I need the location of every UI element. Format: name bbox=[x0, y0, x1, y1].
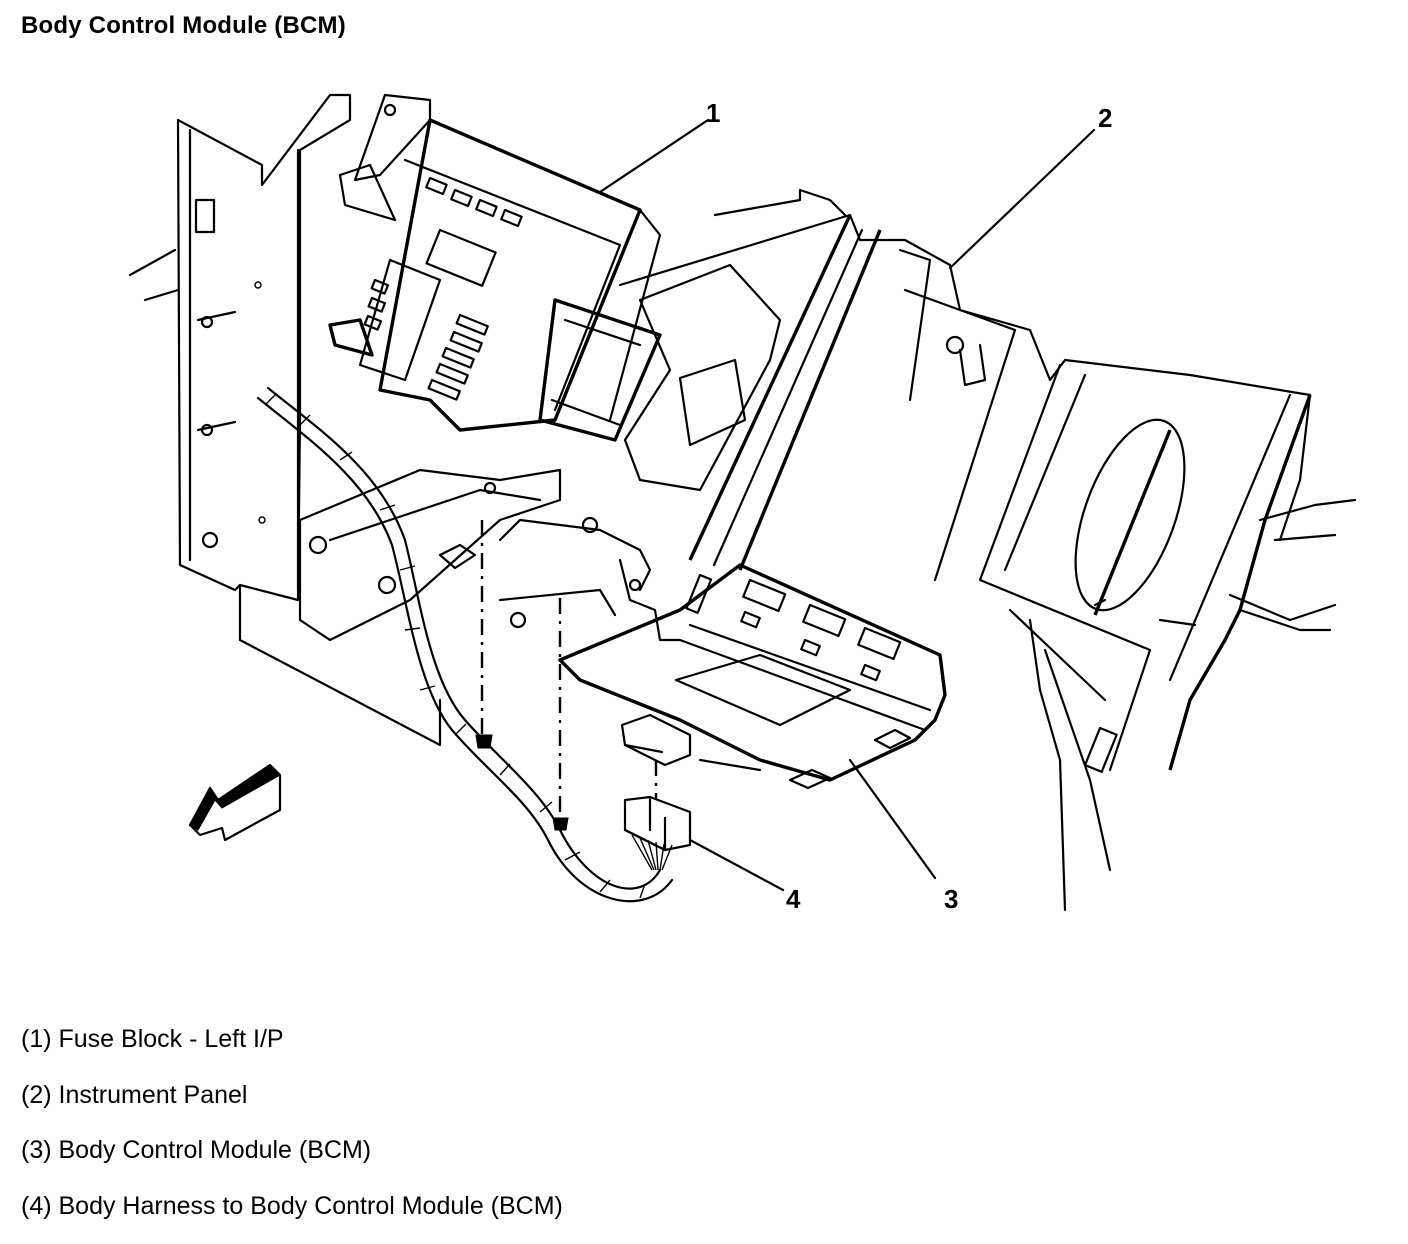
leader-line-3 bbox=[850, 760, 935, 878]
legend-item: (2) Instrument Panel bbox=[21, 1078, 563, 1134]
page-title: Body Control Module (BCM) bbox=[21, 12, 346, 40]
harness-connector bbox=[625, 797, 690, 870]
instrument-panel bbox=[620, 190, 1355, 910]
bcm-location-illustration: 1 2 3 4 bbox=[0, 60, 1408, 940]
fuse-block bbox=[330, 95, 660, 440]
bcm-receptacle bbox=[622, 715, 690, 765]
leader-line-4 bbox=[690, 840, 783, 890]
legend-list: (1) Fuse Block - Left I/P (2) Instrument… bbox=[21, 1022, 563, 1244]
callout-1: 1 bbox=[706, 98, 720, 128]
legend-item: (3) Body Control Module (BCM) bbox=[21, 1133, 563, 1189]
leader-line-1 bbox=[600, 120, 708, 192]
leader-lines bbox=[600, 120, 1094, 890]
lower-bracket bbox=[300, 470, 680, 640]
legend-item: (1) Fuse Block - Left I/P bbox=[21, 1022, 563, 1078]
body-control-module bbox=[560, 565, 945, 788]
bcm-connector-row bbox=[741, 580, 900, 680]
callout-2: 2 bbox=[1098, 103, 1112, 133]
body-harness bbox=[258, 388, 672, 901]
front-direction-arrow-icon bbox=[190, 765, 280, 840]
fuse-array-upper bbox=[426, 178, 521, 286]
callout-4: 4 bbox=[786, 884, 801, 914]
callout-3: 3 bbox=[944, 884, 958, 914]
leader-line-2 bbox=[950, 130, 1094, 268]
